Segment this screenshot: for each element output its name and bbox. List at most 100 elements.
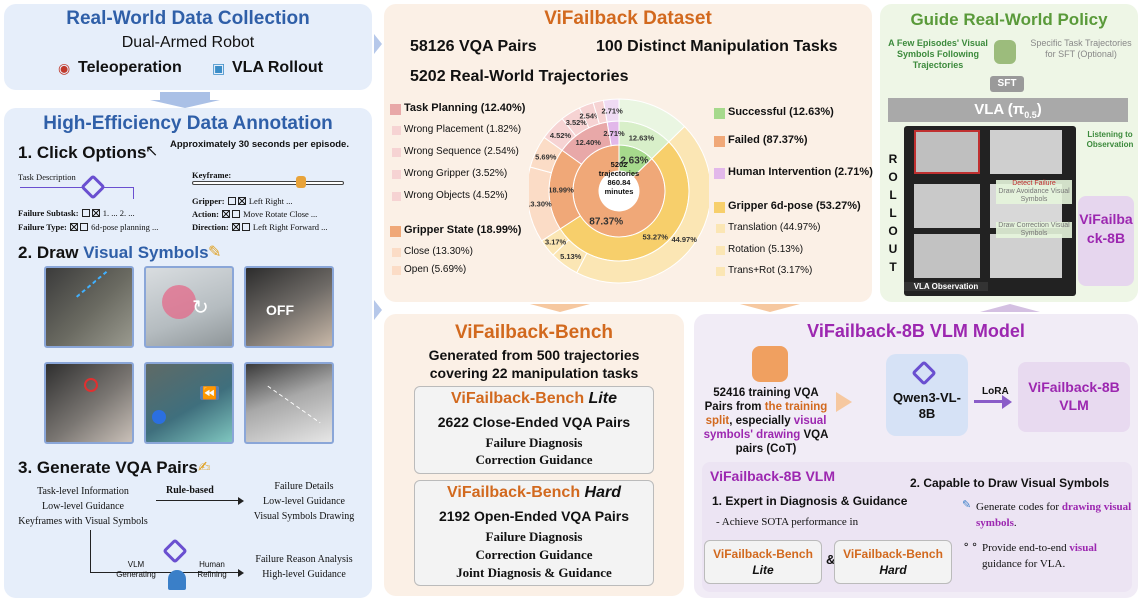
model-bench-hard-a: ViFailback-Bench [843, 547, 943, 561]
robot-icon: ▣ [212, 60, 226, 76]
outputs-vlm: Failure Reason Analysis High-level Guida… [240, 552, 368, 582]
donut-hole [599, 171, 639, 211]
guide-vla-end: ) [1036, 101, 1042, 118]
bench-hard-title: ViFailback-Bench Hard [414, 484, 654, 502]
donut-label-outer-8: 2.54% [579, 111, 601, 120]
bench-hard-count: 2192 Open-Ended VQA Pairs [438, 508, 630, 524]
legend-sq-wrong-sequence [392, 148, 401, 157]
model-amp: & [826, 552, 836, 567]
keyframe-slider[interactable] [192, 181, 344, 185]
bench-lite-title: ViFailback-Bench Lite [414, 390, 654, 408]
failure-subtask-label: Failure Subtask: [18, 208, 79, 218]
input-task-level: Task-level Information [37, 486, 129, 497]
donut-label-middle-4: 2.71% [603, 129, 625, 138]
legend-translation: Translation (44.97%) [728, 222, 821, 233]
center-unit: trajectories [598, 169, 640, 178]
checkbox-dright[interactable] [241, 223, 250, 231]
guide-detect: Detect Failure Draw Avoidance Visual Sym… [996, 180, 1072, 204]
outputs-rule: Failure Details Low-level Guidance Visua… [240, 479, 368, 524]
checkbox-left[interactable] [227, 197, 236, 205]
bench-lite-item-2: Correction Guidance [475, 452, 593, 467]
bench-lite-box [414, 386, 654, 474]
model-cap1-a: Generate codes for [976, 501, 1062, 513]
checkbox-2[interactable] [91, 209, 100, 217]
donut-slice-outer-10 [602, 98, 620, 123]
approx-time: Approximately 30 seconds per episode. [170, 139, 349, 150]
legend-sq-open [392, 266, 401, 275]
model-db-icon [752, 346, 788, 382]
donut-label-outer-4: 13.30% [529, 199, 552, 208]
slider-handle-icon[interactable] [296, 176, 306, 188]
guide-draw-avoid: Draw Avoidance Visual Symbols [998, 188, 1070, 203]
checkbox-6d[interactable] [70, 223, 78, 231]
memo-icon: ✍ [198, 459, 211, 476]
bench-desc: Generated from 500 trajectories covering… [428, 347, 640, 381]
inputs-list: Task-level Information Low-level Guidanc… [8, 484, 158, 529]
dataset-donut-chart: 12.63%87.37%12.63%53.27%18.99%12.40%2.71… [529, 98, 709, 284]
model-cap1-c: . [1013, 517, 1017, 529]
legend-open: Open (5.69%) [404, 264, 467, 275]
bench-hard-em: Hard [584, 484, 621, 501]
donut-label-middle-0: 12.63% [629, 134, 655, 143]
guide-detect-text: Detect Failure [1012, 180, 1056, 187]
guide-few: A Few Episodes' Visual Symbols Following… [886, 38, 990, 71]
legend-task-planning: Task Planning (12.40%) [404, 102, 526, 114]
model-bench-lite: ViFailback-Bench Lite [704, 540, 822, 584]
photo-5-rewind-icon: ⏪ [200, 386, 219, 400]
guide-model-box: ViFailback-8B [1078, 196, 1134, 286]
checkbox-planning[interactable] [80, 223, 88, 231]
collection-panel [4, 4, 372, 90]
bench-hard-item-3: Joint Diagnosis & Guidance [456, 565, 612, 580]
failure-subtask-opts: 1. ... 2. ... [102, 208, 135, 218]
legend-sq-6d-pose [714, 202, 725, 213]
checkbox-right[interactable] [237, 197, 246, 205]
donut-label-middle-3: 12.40% [575, 138, 601, 147]
model-bench-lite-b: Lite [752, 563, 774, 577]
direction-opts: Left Right Forward ... [252, 222, 328, 232]
input-low-level: Low-level Guidance [42, 501, 124, 512]
legend-failed: Failed (87.37%) [728, 134, 808, 146]
bench-hard-title-text: ViFailback-Bench [447, 484, 585, 501]
donut-center: 5202 trajectories 860.84 minutes [589, 160, 649, 196]
model-sub-title: ViFailback-8B VLM [710, 468, 836, 484]
checkbox-dleft[interactable] [231, 223, 240, 231]
model-cap2-a: Provide end-to-end [982, 542, 1070, 554]
model-cap1-b: drawing visual symbols [976, 501, 1132, 529]
annotation-title: High-Efficiency Data Annotation [43, 113, 333, 134]
annotation-panel [4, 108, 372, 598]
direction-label: Direction: [192, 222, 229, 232]
output-visual-drawing: Visual Symbols Drawing [253, 511, 355, 522]
legend-sq-wrong-placement [392, 126, 401, 135]
vlm-generating-label: VLM Generating [116, 560, 156, 579]
bench-lite-count: 2622 Close-Ended VQA Pairs [437, 414, 631, 430]
photo-5-blue-object [152, 410, 166, 424]
dataset-to-bench-arrow [530, 304, 590, 312]
collection-to-annotation-arrow [160, 92, 210, 100]
model-train-e: VQA pairs (CoT) [735, 429, 829, 455]
legend-rotation: Rotation (5.13%) [728, 244, 804, 255]
failure-type-opts: 6d-pose planning ... [91, 222, 159, 232]
guide-db-icon [994, 40, 1016, 64]
teleop-label: Teleoperation [78, 59, 182, 76]
guide-specific: Specific Task Trajectories for SFT (Opti… [1030, 38, 1132, 59]
donut-label-outer-7: 3.52% [566, 118, 588, 127]
vlm-line-horz [90, 572, 240, 573]
donut-label-outer-6: 4.52% [550, 131, 572, 140]
model-to-guide-arrow [980, 304, 1040, 312]
legend-sq-wrong-gripper [392, 170, 401, 179]
dataset-stat-tasks: 100 Distinct Manipulation Tasks [596, 38, 838, 55]
output-low-level: Low-level Guidance [263, 496, 345, 507]
cursor-icon: ↖ [145, 143, 159, 160]
checkbox-1[interactable] [81, 209, 90, 217]
rule-arrow [156, 500, 240, 501]
legend-wrong-placement: Wrong Placement (1.82%) [404, 124, 522, 135]
step2-prefix: 2. Draw [18, 243, 84, 262]
legend-sq-human [714, 168, 725, 179]
legend-wrong-gripper: Wrong Gripper (3.52%) [404, 168, 508, 179]
checkbox-move[interactable] [222, 210, 231, 218]
bench-hard-items: Failure Diagnosis Correction Guidance Jo… [414, 528, 654, 582]
model-cap2-c: guidance for VLA. [982, 558, 1066, 570]
checkbox-rotate[interactable] [232, 210, 241, 218]
legend-human: Human Intervention (2.71%) [728, 166, 873, 178]
bench-lite-item-1: Failure Diagnosis [485, 435, 583, 450]
